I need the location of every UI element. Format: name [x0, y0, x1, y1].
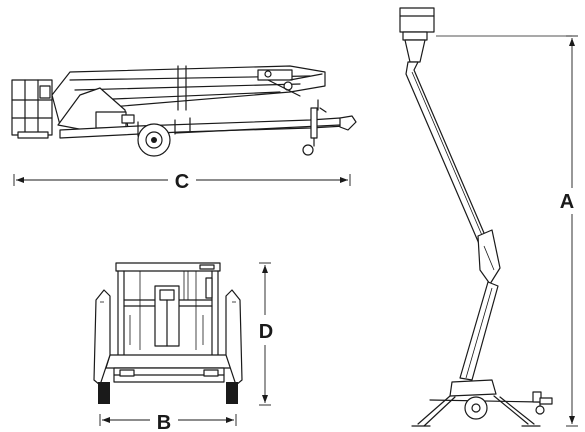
chassis	[57, 87, 346, 139]
front-view	[93, 262, 243, 404]
side-view-transport	[11, 65, 357, 157]
wheel	[137, 123, 171, 157]
dimension-a: A	[436, 35, 578, 427]
side-view-extended	[399, 7, 553, 427]
dimension-d: D	[259, 262, 273, 406]
dimension-d-label: D	[259, 321, 273, 343]
dimension-b-label: B	[157, 412, 171, 432]
platform-basket	[11, 79, 53, 139]
dimension-c: C	[13, 171, 351, 193]
dimension-b: B	[99, 412, 237, 432]
tow-bar	[174, 99, 357, 156]
dimension-c-label: C	[175, 171, 189, 193]
raised-basket	[399, 7, 435, 63]
dimension-a-label: A	[560, 191, 574, 213]
